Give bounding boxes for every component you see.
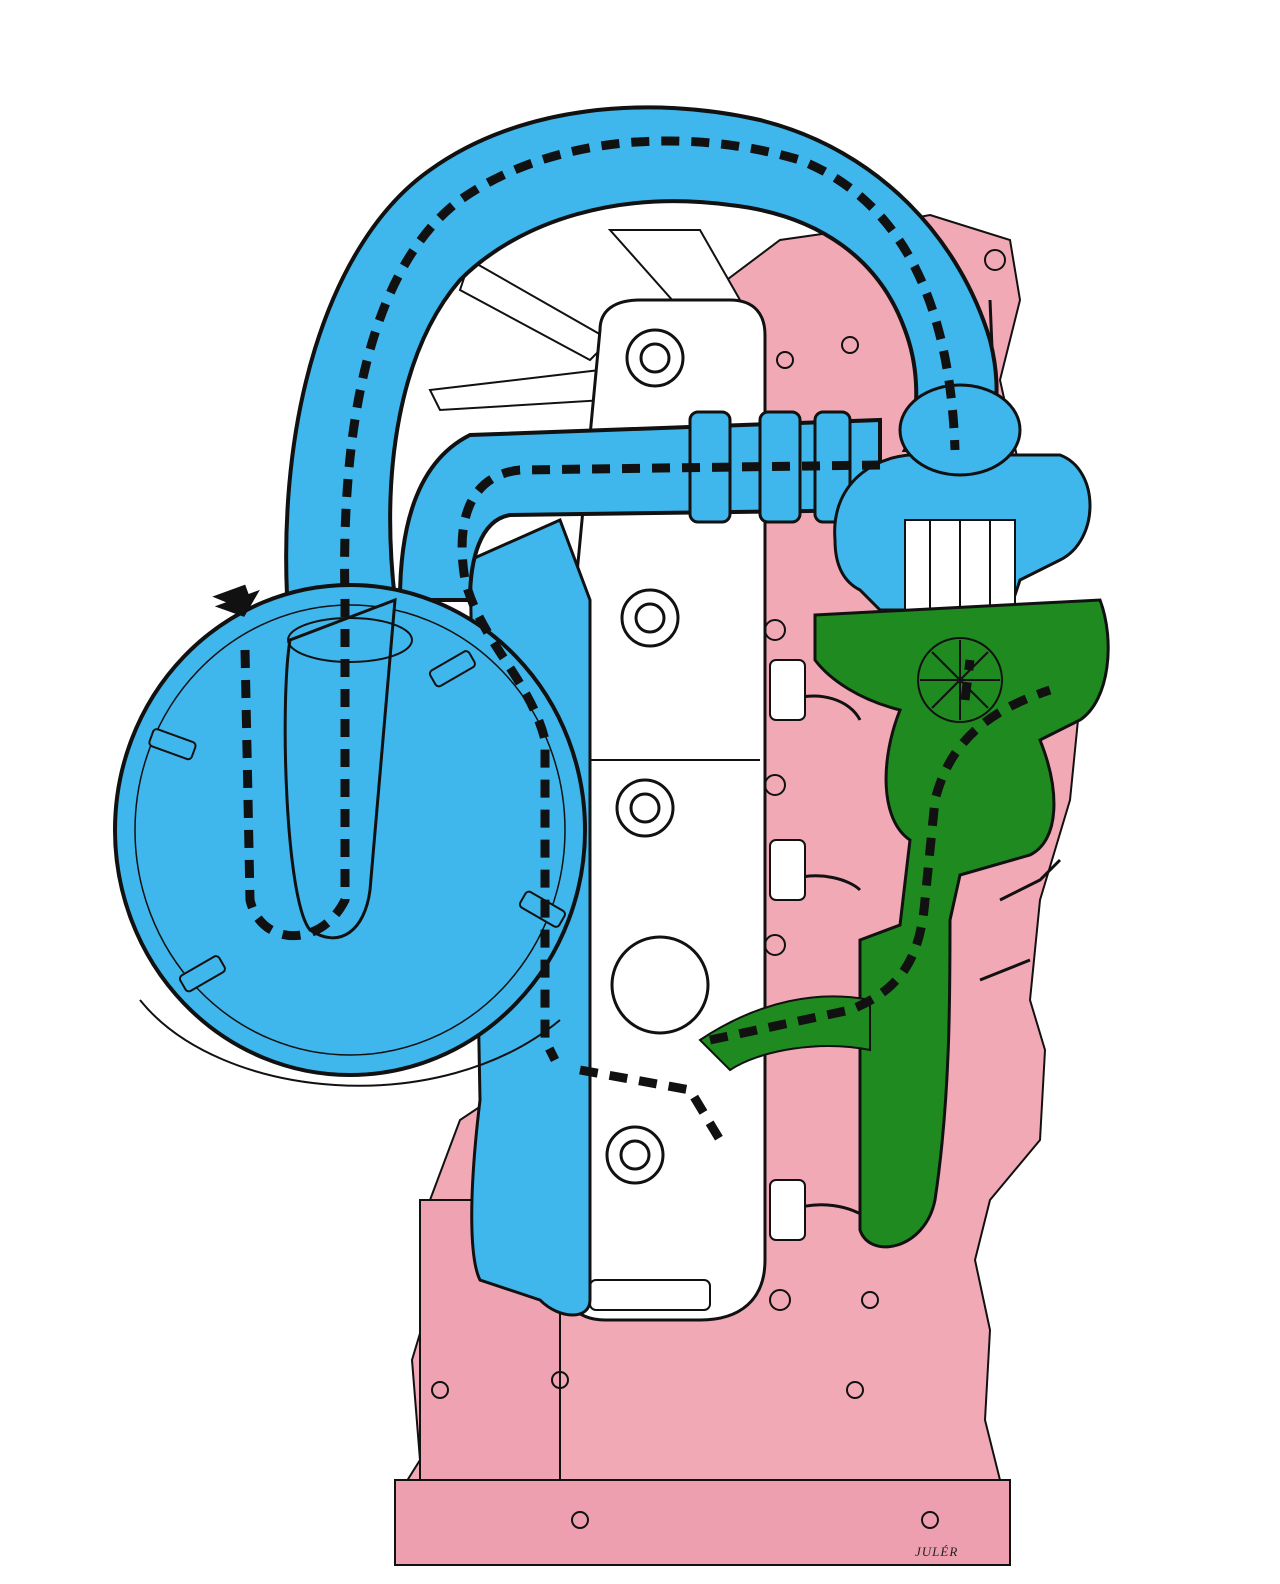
turbocharger <box>833 383 1092 616</box>
inlet-arrow-icon <box>212 584 260 617</box>
exhaust-manifold <box>698 598 1110 1249</box>
airflow-path <box>240 136 1052 1143</box>
turbine-wheel <box>917 637 1003 723</box>
artist-signature: JULÉR <box>915 1544 958 1559</box>
valve-cover <box>558 298 767 1322</box>
air-filter <box>113 583 587 1087</box>
